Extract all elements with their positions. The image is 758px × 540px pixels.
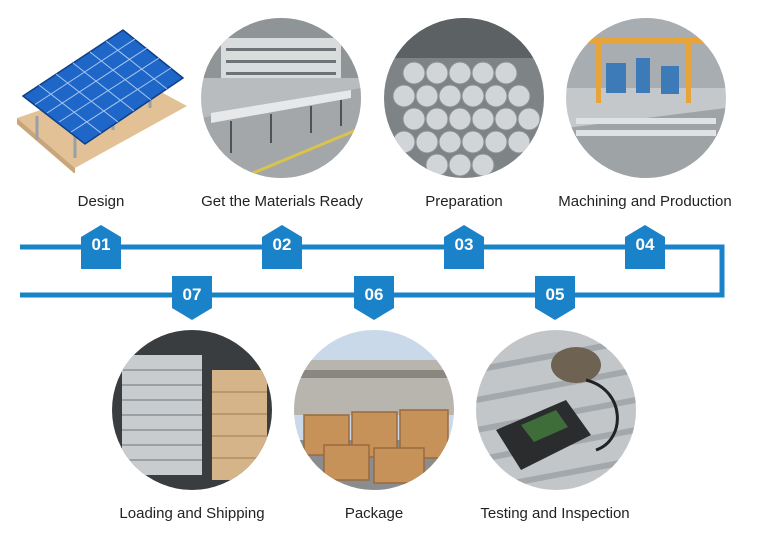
step-number: 06 <box>364 285 384 304</box>
wooden-crates-photo <box>294 330 454 490</box>
badge-hexagon-icon <box>535 276 575 320</box>
step-number: 02 <box>272 235 292 254</box>
container-loading-photo <box>112 330 272 490</box>
step-number: 05 <box>545 285 565 304</box>
step-label-loading: Loading and Shipping <box>119 505 265 522</box>
badge-hexagon-icon <box>262 225 302 269</box>
warehouse-photo <box>201 18 361 178</box>
step-badge-01: 01 <box>81 225 121 269</box>
step-badge-07: 07 <box>172 276 212 320</box>
badge-hexagon-icon <box>354 276 394 320</box>
step-number: 03 <box>454 235 474 254</box>
step-label-materials: Get the Materials Ready <box>201 193 363 210</box>
solar-panel-array-icon <box>15 18 190 174</box>
step-badge-03: 03 <box>444 225 484 269</box>
step-label-testing: Testing and Inspection <box>480 505 630 522</box>
step-badge-05: 05 <box>535 276 575 320</box>
step-label-machining: Machining and Production <box>558 193 732 210</box>
production-line-photo <box>566 18 726 178</box>
badge-hexagon-icon <box>172 276 212 320</box>
step-label-package: Package <box>344 505 404 522</box>
step-label-preparation: Preparation <box>425 193 503 210</box>
inspection-device-photo <box>476 330 636 490</box>
badge-hexagon-icon <box>625 225 665 269</box>
step-label-design: Design <box>77 193 125 210</box>
badge-hexagon-icon <box>444 225 484 269</box>
step-number: 07 <box>182 285 202 304</box>
step-number: 01 <box>91 235 111 254</box>
step-badge-04: 04 <box>625 225 665 269</box>
step-number: 04 <box>635 235 655 254</box>
step-badge-06: 06 <box>354 276 394 320</box>
badge-hexagon-icon <box>81 225 121 269</box>
aluminum-bars-photo <box>384 18 544 178</box>
step-badge-02: 02 <box>262 225 302 269</box>
